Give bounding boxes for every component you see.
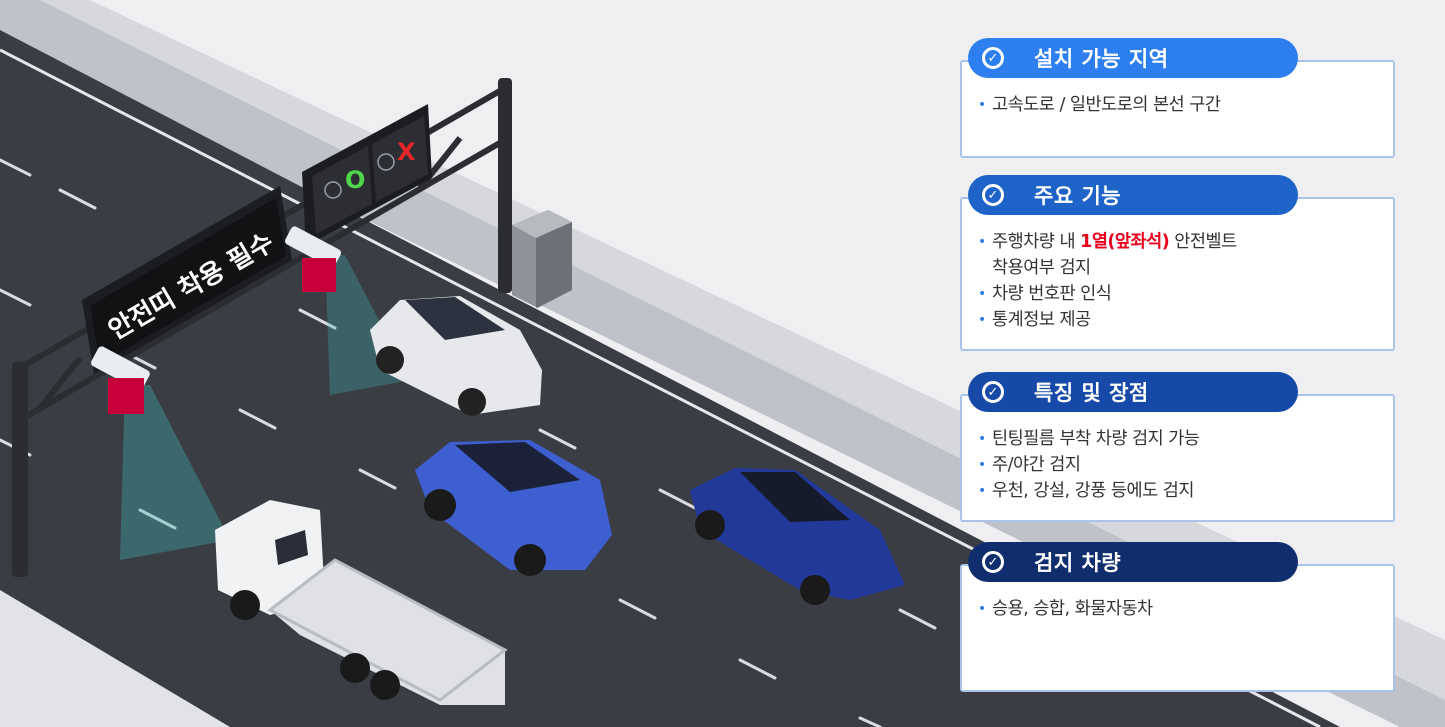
card-title: 주요 기능 [1034, 184, 1122, 208]
item-text: 주행차량 내 [992, 232, 1081, 252]
road-lower-shoulder [0, 590, 230, 727]
card-body: 승용, 승합, 화물자동차 [960, 564, 1395, 692]
gantry-pole-left [12, 362, 28, 577]
camera-2 [285, 226, 342, 292]
navy-sedan [690, 468, 905, 605]
list-item: 고속도로 / 일반도로의 본선 구간 [978, 92, 1377, 118]
check-icon: ✓ [982, 381, 1004, 403]
indicator-panel: O X [302, 104, 432, 246]
list-item: 차량 번호판 인식 [978, 281, 1377, 307]
highlight-text: 1열(앞좌석) [1080, 232, 1170, 252]
card-title: 설치 가능 지역 [1034, 47, 1169, 71]
camera-1 [91, 346, 150, 414]
indicator-ok-mark: O [345, 166, 365, 194]
list-item: 승용, 승합, 화물자동차 [978, 596, 1377, 622]
card-title: 특징 및 장점 [1034, 381, 1149, 405]
list-item: 우천, 강설, 강풍 등에도 검지 [978, 478, 1377, 504]
blue-car [415, 440, 612, 576]
gantry-pole-right [498, 78, 512, 293]
white-car [370, 296, 542, 416]
card-title: 검지 차량 [1034, 551, 1122, 575]
card-body: 틴팅필름 부착 차량 검지 가능 주/야간 검지 우천, 강설, 강풍 등에도 … [960, 394, 1395, 522]
card-header: ✓ 특징 및 장점 [968, 372, 1298, 412]
card-header: ✓ 검지 차량 [968, 542, 1298, 582]
item-text: 안전벨트 [1169, 232, 1237, 252]
list-item: 틴팅필름 부착 차량 검지 가능 [978, 426, 1377, 452]
cargo-truck [215, 500, 508, 705]
list-item: 주/야간 검지 [978, 452, 1377, 478]
detection-beam-1 [120, 385, 230, 560]
item-text: 착용여부 검지 [992, 258, 1091, 278]
card-header: ✓ 설치 가능 지역 [968, 38, 1298, 78]
indicator-no-mark: X [397, 138, 416, 166]
card-header: ✓ 주요 기능 [968, 175, 1298, 215]
list-item: 통계정보 제공 [978, 307, 1377, 333]
control-cabinet [512, 210, 572, 308]
check-icon: ✓ [982, 47, 1004, 69]
check-icon: ✓ [982, 551, 1004, 573]
check-icon: ✓ [982, 184, 1004, 206]
